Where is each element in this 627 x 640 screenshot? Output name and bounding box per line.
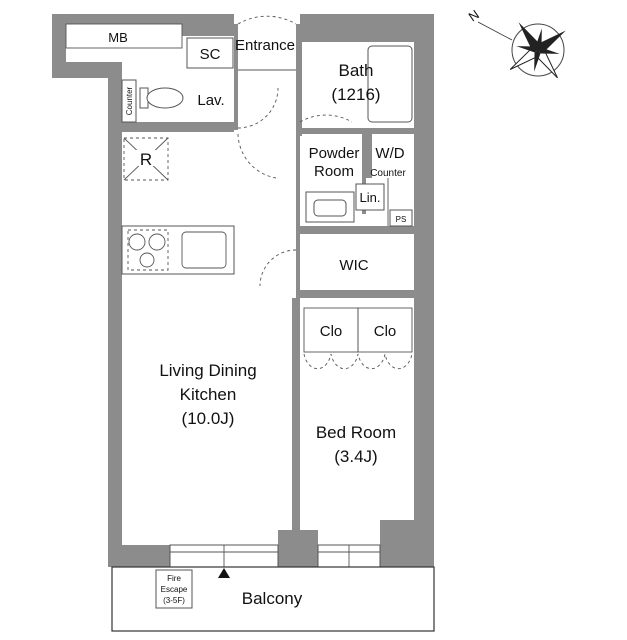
ldk-label-1: Living Dining <box>159 361 256 380</box>
compass-rose-icon <box>509 22 566 79</box>
bedroom-window <box>317 544 381 568</box>
fire-escape-label-1: Fire <box>167 574 181 583</box>
mb-label: MB <box>108 30 128 45</box>
ldk-size-label: (10.0J) <box>182 409 235 428</box>
ps-box <box>389 209 413 227</box>
ps-label: PS <box>396 215 407 224</box>
balcony-area <box>111 566 435 632</box>
refrigerator-label: R <box>140 150 152 169</box>
linen-closet <box>355 183 385 211</box>
bath-door-swing <box>299 114 353 123</box>
lin-label: Lin. <box>360 190 381 205</box>
ldk-window <box>169 544 279 568</box>
closet-right <box>357 307 413 353</box>
wd-label: W/D <box>375 145 404 162</box>
bedroom-size-label: (3.4J) <box>334 447 377 466</box>
wic-door-swing <box>259 249 297 287</box>
powder-room-label-2: Room <box>314 163 354 180</box>
lav-label: Lav. <box>197 92 224 109</box>
refrigerator-space <box>123 137 169 181</box>
entrance-door-swing <box>237 15 297 25</box>
counter-left <box>121 79 137 123</box>
bath-label: Bath <box>339 61 374 80</box>
lav-door-swing <box>237 87 279 129</box>
counter-left-label: Counter <box>125 86 134 115</box>
powder-room-label-1: Powder <box>309 145 360 162</box>
fire-escape-hatch <box>155 569 193 609</box>
clo-left-label: Clo <box>320 323 343 340</box>
balcony-entry-marker-icon <box>218 568 230 578</box>
sc-label: SC <box>200 46 221 63</box>
counter-right-label: Counter <box>370 168 406 179</box>
bathtub <box>367 45 413 123</box>
toilet-icon <box>139 87 184 109</box>
compass-north-label: N <box>466 7 482 25</box>
bath-size-label: (1216) <box>331 85 380 104</box>
wic-label: WIC <box>339 257 368 274</box>
entrance-label: Entrance <box>235 37 295 54</box>
hall-door-swing <box>237 133 277 179</box>
ldk-label-2: Kitchen <box>180 385 237 404</box>
bedroom-label: Bed Room <box>316 423 396 442</box>
balcony-label: Balcony <box>242 589 303 608</box>
outer-walls <box>52 14 434 567</box>
kitchen-counter <box>121 225 235 275</box>
interior-walls <box>122 24 414 548</box>
clo-right-label: Clo <box>374 323 397 340</box>
fire-escape-label-3: (3-5F) <box>163 596 185 605</box>
fire-escape-label-2: Escape <box>161 585 188 594</box>
